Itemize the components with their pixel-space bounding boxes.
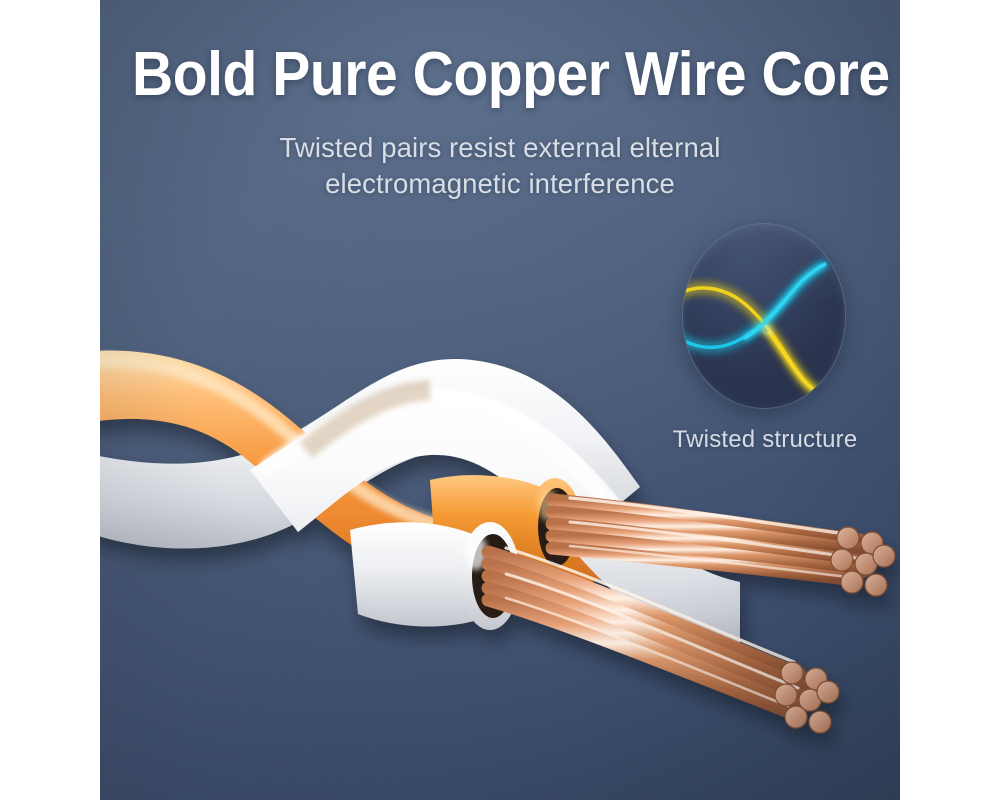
yellow-wire-curve bbox=[683, 286, 819, 394]
twisted-structure-inset bbox=[683, 224, 845, 408]
subtitle-line-1: Twisted pairs resist external elternal bbox=[279, 132, 721, 163]
white-over-orange-shadow bbox=[299, 380, 431, 458]
cyan-wire-front-segment bbox=[743, 263, 826, 340]
copper-strand-ends-lower bbox=[774, 661, 840, 734]
subtitle-line-2: electromagnetic interference bbox=[325, 168, 675, 199]
inset-circle bbox=[683, 224, 845, 408]
copper-strand-ends-upper bbox=[830, 526, 896, 597]
page-title: Bold Pure Copper Wire Core bbox=[132, 40, 890, 109]
yellow-wire-front-segment bbox=[767, 330, 819, 395]
crossing-glow bbox=[762, 325, 772, 335]
cyan-wire-curve bbox=[683, 262, 827, 350]
white-wire-front-segment bbox=[250, 389, 740, 650]
copper-strand-bundle-lower bbox=[481, 545, 813, 721]
twisted-pair-cable-illustration bbox=[100, 0, 900, 800]
orange-wire-highlight bbox=[100, 354, 473, 536]
product-feature-panel: Bold Pure Copper Wire Core Twisted pairs… bbox=[100, 0, 900, 800]
subtitle: Twisted pairs resist external elternal e… bbox=[100, 130, 900, 202]
twisted-pair-diagram bbox=[683, 262, 827, 395]
copper-strand-bundle-upper bbox=[545, 493, 873, 587]
inset-caption: Twisted structure bbox=[672, 426, 858, 453]
